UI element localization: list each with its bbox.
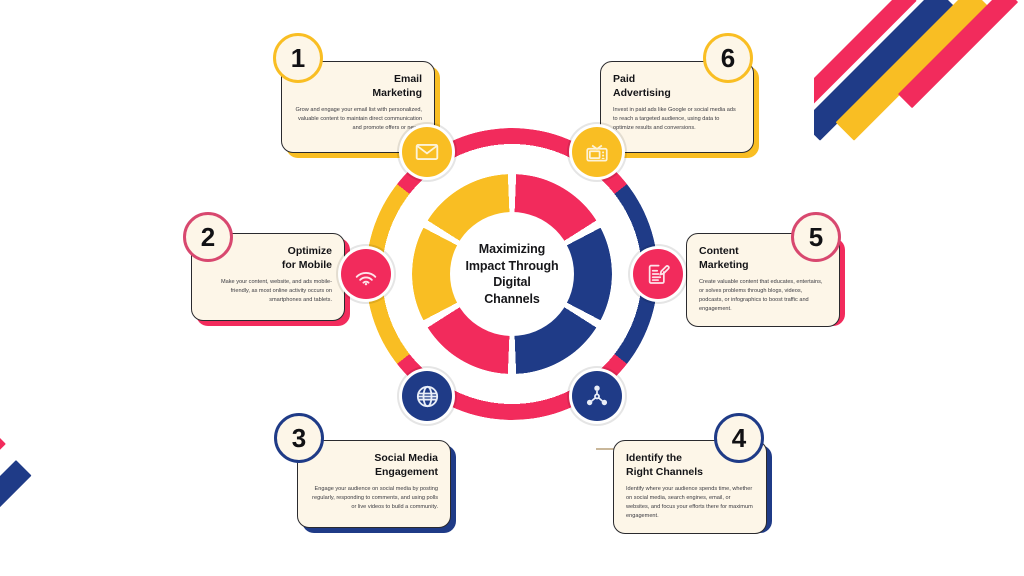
center-title-line: Impact Through <box>465 258 559 273</box>
card-body-3: Engage your audience on social media by … <box>312 486 438 511</box>
card-body-1: Grow and engage your email list with per… <box>295 107 422 132</box>
center-title: Maximizing Impact Through Digital Channe… <box>461 241 562 307</box>
number-badge-5: 5 <box>791 212 841 262</box>
number-badge-label: 1 <box>290 42 306 73</box>
number-badge-2: 2 <box>183 212 233 262</box>
number-badge-label: 6 <box>720 42 736 73</box>
icon-bubble-content[interactable] <box>633 249 683 299</box>
icon-bubble-mobile[interactable] <box>341 249 391 299</box>
card-title-line: Marketing <box>372 87 422 100</box>
wheel-diagram: Maximizing Impact Through Digital Channe… <box>341 127 683 421</box>
stripe-blue-2 <box>0 460 32 576</box>
card-social-media-engagement[interactable]: Social Media Engagement Engage your audi… <box>297 440 451 528</box>
wheel-center: Maximizing Impact Through Digital Channe… <box>450 212 574 336</box>
number-badge-label: 5 <box>808 221 824 252</box>
card-body-6: Invest in paid ads like Google or social… <box>613 107 736 132</box>
card-body-2: Make your content, website, and ads mobi… <box>220 279 332 304</box>
envelope-icon <box>414 139 440 165</box>
card-title-line: Identify the <box>626 452 683 464</box>
card-body-4: Identify where your audience spends time… <box>626 486 753 520</box>
card-title-6: Paid Advertising <box>613 72 741 100</box>
card-title-4: Identify the Right Channels <box>626 451 754 479</box>
wifi-signal-icon <box>353 261 379 287</box>
inner-donut: Maximizing Impact Through Digital Channe… <box>412 174 612 374</box>
icon-bubble-social[interactable] <box>402 371 452 421</box>
card-title-line: Social Media <box>374 452 438 464</box>
icon-bubble-channels[interactable] <box>572 371 622 421</box>
television-icon <box>584 139 610 165</box>
card-title-line: for Mobile <box>281 259 332 272</box>
number-badge-1: 1 <box>273 33 323 83</box>
card-title-2: Optimize for Mobile <box>204 244 332 272</box>
card-shell-4: Identify the Right Channels Identify whe… <box>613 440 772 534</box>
card-title-line: Advertising <box>613 87 671 100</box>
card-body-5: Create valuable content that educates, e… <box>699 279 823 313</box>
center-title-line: Digital <box>493 275 531 289</box>
center-title-line: Channels <box>484 291 540 306</box>
corner-decoration-bottom-left <box>0 416 210 576</box>
card-title-5: Content Marketing <box>699 244 827 272</box>
card-title-line: Right Channels <box>626 466 704 479</box>
card-title-line: Marketing <box>699 259 749 272</box>
card-title-3: Social Media Engagement <box>310 451 438 479</box>
number-badge-label: 2 <box>200 221 216 252</box>
card-title-line: Optimize <box>287 245 332 257</box>
icon-bubble-paid-ads[interactable] <box>572 127 622 177</box>
corner-decoration-top-right <box>814 0 1024 160</box>
globe-icon <box>414 383 441 410</box>
card-title-line: Content <box>699 245 739 257</box>
number-badge-label: 3 <box>291 422 307 453</box>
card-title-1: Email Marketing <box>294 72 422 100</box>
number-badge-6: 6 <box>703 33 753 83</box>
center-title-line: Maximizing <box>478 242 546 256</box>
icon-bubble-email[interactable] <box>402 127 452 177</box>
card-title-line: Paid <box>613 73 636 85</box>
number-badge-3: 3 <box>274 413 324 463</box>
document-pencil-icon <box>645 261 671 287</box>
number-badge-label: 4 <box>731 422 747 453</box>
network-nodes-icon <box>584 383 610 409</box>
card-title-line: Email <box>393 73 422 85</box>
card-title-line: Engagement <box>374 466 438 479</box>
number-badge-4: 4 <box>714 413 764 463</box>
card-shell-6: Paid Advertising Invest in paid ads like… <box>600 61 759 158</box>
card-shell-3: Social Media Engagement Engage your audi… <box>297 440 456 533</box>
